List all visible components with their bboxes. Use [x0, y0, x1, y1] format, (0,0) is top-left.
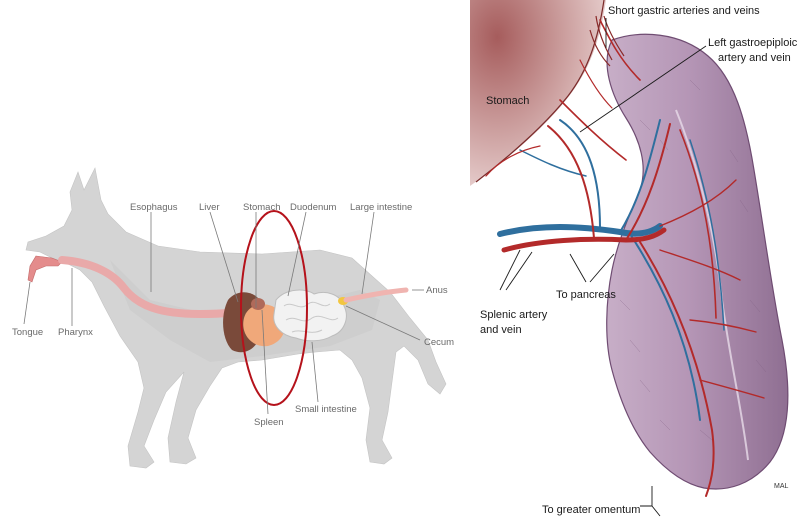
label-spleen: Spleen	[254, 417, 284, 428]
label-short-gastric: Short gastric arteries and veins	[608, 5, 760, 17]
spleen-vascular-diagram: Short gastric arteries and veins Left ga…	[470, 0, 798, 516]
label-cecum: Cecum	[424, 337, 454, 348]
spleen-organ	[251, 298, 265, 310]
label-splenic-2: and vein	[480, 324, 522, 336]
label-splenic-1: Splenic artery	[480, 309, 548, 321]
label-pharynx: Pharynx	[58, 327, 93, 338]
dog-diagram: Esophagus Liver Stomach Duodenum Large i…	[12, 168, 454, 468]
label-esophagus: Esophagus	[130, 202, 178, 213]
label-left-gastroepiploic-2: artery and vein	[718, 52, 791, 64]
label-to-pancreas: To pancreas	[556, 289, 616, 301]
dog-tongue	[28, 256, 62, 282]
label-stomach: Stomach	[243, 202, 281, 213]
pancreas-leader-a	[570, 254, 586, 282]
label-large-intestine: Large intestine	[350, 202, 412, 213]
artist-signature: MAL	[774, 483, 789, 490]
label-left-gastroepiploic-1: Left gastroepiploic	[708, 37, 798, 49]
label-anus: Anus	[426, 285, 448, 296]
spleen-body	[607, 34, 788, 489]
label-stomach-right: Stomach	[486, 95, 529, 107]
label-tongue: Tongue	[12, 327, 43, 338]
label-small-intestine: Small intestine	[295, 404, 357, 415]
small-intestine-organ	[274, 290, 347, 341]
label-duodenum: Duodenum	[290, 202, 337, 213]
tongue-leader	[24, 282, 30, 324]
label-liver: Liver	[199, 202, 220, 213]
omentum-leader	[640, 486, 660, 516]
label-to-greater-omentum: To greater omentum	[542, 504, 640, 516]
